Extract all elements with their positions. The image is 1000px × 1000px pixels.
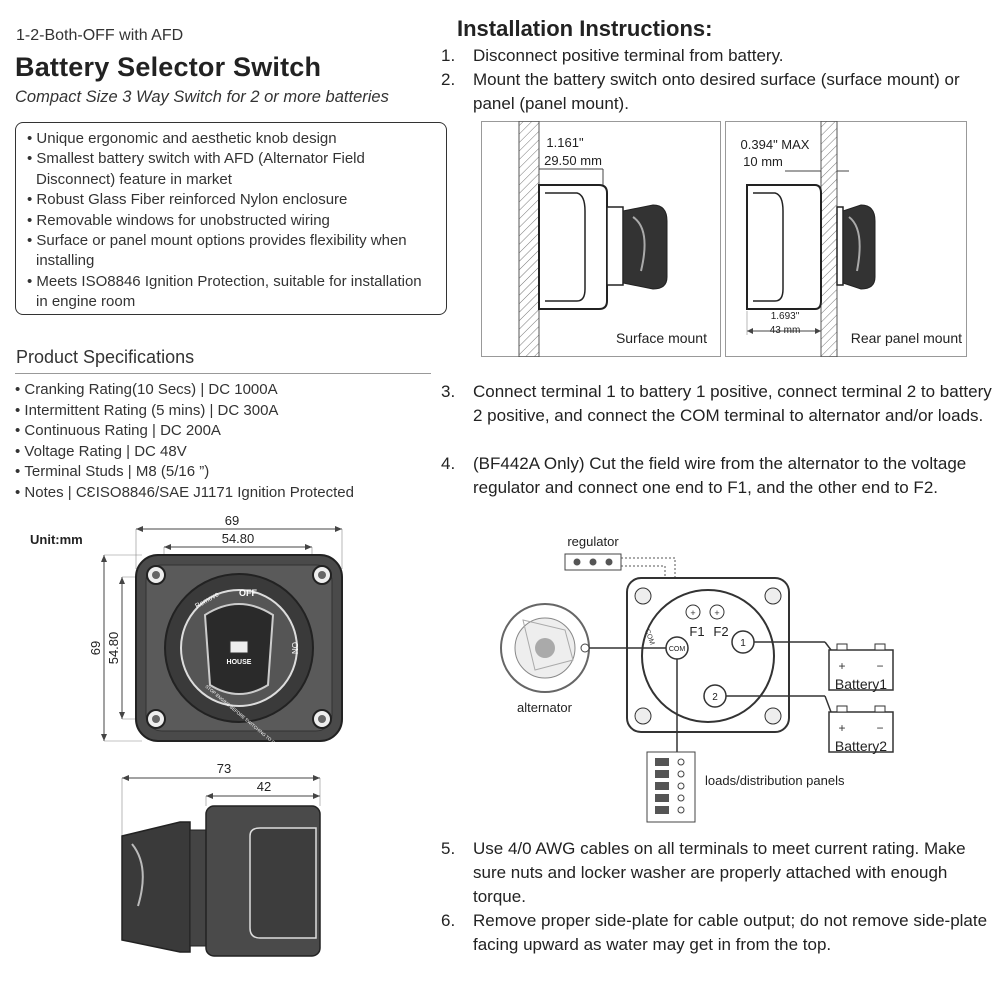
- feature-item: Surface or panel mount options provides …: [24, 231, 436, 272]
- step-1: 1.Disconnect positive terminal from batt…: [441, 46, 784, 65]
- svg-text:−: −: [876, 721, 883, 735]
- side-depth-inner-label: 42: [257, 779, 271, 794]
- step-5: 5.Use 4/0 AWG cables on all terminals to…: [441, 839, 966, 906]
- front-height-inner-label: 54.80: [106, 632, 121, 665]
- wiring-diagram: regulator alternator + + F1 F2 COM 1 2 C…: [500, 534, 894, 823]
- corner-screws: [146, 565, 332, 729]
- terminal-2-label: 2: [712, 692, 718, 703]
- front-height-outer-label: 69: [88, 641, 103, 655]
- feature-item: Robust Glass Fiber reinforced Nylon encl…: [24, 190, 436, 210]
- feature-item: Removable windows for unobstructed wirin…: [24, 211, 436, 231]
- panel-dim-in: 0.394" MAX: [741, 137, 810, 152]
- panel-dim-mm: 10 mm: [743, 154, 783, 169]
- svg-text:+: +: [838, 721, 845, 735]
- specifications-divider: [15, 373, 431, 374]
- page-title: Battery Selector Switch: [15, 52, 322, 82]
- feature-item: Meets ISO8846 Ignition Protection, suita…: [24, 272, 436, 313]
- front-width-outer-label: 69: [225, 513, 239, 528]
- spec-item: Cranking Rating(10 Secs) | DC 1000A: [15, 380, 354, 401]
- knob-house-label: HOUSE: [227, 659, 252, 666]
- front-view-drawing: 69 54.80 69 54.80 HOUSE OFF Remove ON ST…: [88, 513, 343, 749]
- panel-mount-diagram: 0.394" MAX 10 mm 1.693" 43 mm Rear panel…: [725, 121, 967, 357]
- panel-mount-caption: Rear panel mount: [851, 330, 962, 346]
- spec-item: Voltage Rating | DC 48V: [15, 442, 354, 463]
- regulator-label: regulator: [567, 534, 619, 549]
- svg-text:+: +: [838, 659, 845, 673]
- terminal-1-label: 1: [740, 638, 746, 649]
- f2-label: F2: [713, 624, 728, 639]
- step-2: 2.Mount the battery switch onto desired …: [441, 70, 960, 113]
- tagline: Compact Size 3 Way Switch for 2 or more …: [15, 88, 389, 106]
- svg-text:+: +: [714, 608, 719, 618]
- loads-label: loads/distribution panels: [705, 773, 845, 788]
- step-4: 4.(BF442A Only) Cut the field wire from …: [441, 454, 967, 497]
- spec-item: Intermittent Rating (5 mins) | DC 300A: [15, 401, 354, 422]
- features-box: Unique ergonomic and aesthetic knob desi…: [15, 122, 447, 315]
- svg-text:−: −: [876, 659, 883, 673]
- side-knob: [121, 821, 191, 953]
- installation-heading: Installation Instructions:: [457, 16, 713, 41]
- battery-2-label: Battery2: [835, 738, 887, 754]
- specifications-heading: Product Specifications: [16, 347, 195, 367]
- spec-item: Notes | CƐISO8846/SAE J1171 Ignition Pro…: [15, 483, 354, 504]
- step-3: 3.Connect terminal 1 to battery 1 positi…: [441, 382, 992, 425]
- battery-1: + −: [828, 643, 894, 691]
- com-terminal-label: COM: [669, 646, 686, 653]
- features-list: Unique ergonomic and aesthetic knob desi…: [24, 129, 436, 313]
- unit-label: Unit:mm: [30, 532, 83, 547]
- side-view-drawing: 73 42: [121, 761, 321, 957]
- surface-dim-in: 1.161": [546, 135, 584, 150]
- side-depth-outer-label: 73: [217, 761, 231, 776]
- front-width-inner-label: 54.80: [222, 531, 255, 546]
- battery-icon: [229, 640, 249, 654]
- surface-dim-mm: 29.50 mm: [544, 153, 602, 168]
- f1-label: F1: [689, 624, 704, 639]
- knob-off-label: OFF: [239, 588, 257, 598]
- battery-2: + −: [828, 705, 894, 753]
- alternator-label: alternator: [517, 700, 573, 715]
- alternator: [500, 603, 590, 693]
- model-line: 1-2-Both-OFF with AFD: [16, 27, 184, 44]
- feature-item: Smallest battery switch with AFD (Altern…: [24, 149, 436, 190]
- knob-on-label: ON: [290, 642, 299, 654]
- specifications-list: Cranking Rating(10 Secs) | DC 1000A Inte…: [15, 380, 354, 503]
- spec-item: Continuous Rating | DC 200A: [15, 421, 354, 442]
- surface-mount-diagram: 1.161" 29.50 mm Surface mount: [481, 121, 721, 357]
- battery-1-label: Battery1: [835, 676, 887, 692]
- step-6: 6.Remove proper side-plate for cable out…: [441, 911, 988, 954]
- distribution-panel: [646, 751, 696, 823]
- surface-mount-caption: Surface mount: [616, 330, 707, 346]
- panel-depth-mm: 43 mm: [770, 325, 801, 336]
- feature-item: Unique ergonomic and aesthetic knob desi…: [24, 129, 436, 149]
- panel-depth-in: 1.693": [771, 311, 800, 322]
- svg-text:+: +: [690, 608, 695, 618]
- spec-item: Terminal Studs | M8 (5/16 ”): [15, 462, 354, 483]
